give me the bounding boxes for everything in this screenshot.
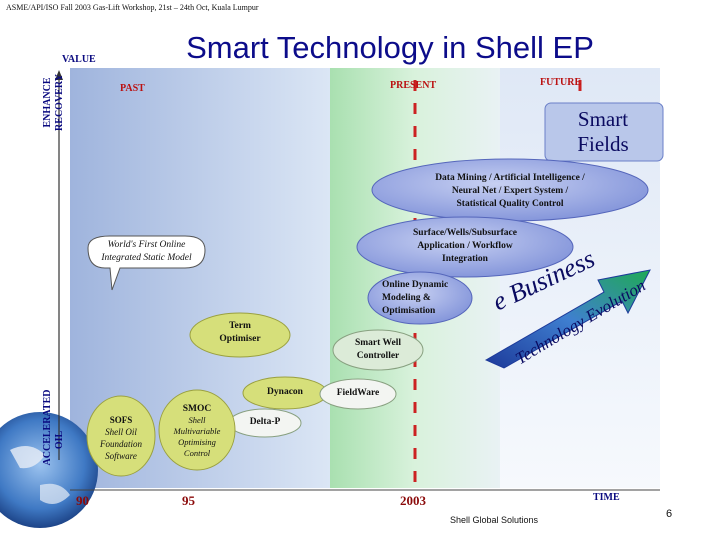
surface-line3: Integration bbox=[442, 254, 488, 264]
era-present: PRESENT bbox=[390, 80, 437, 91]
term-optimiser-text: Term Optimiser bbox=[200, 320, 280, 346]
online-dynamic-text: Online Dynamic Modeling & Optimisation bbox=[382, 279, 448, 318]
datamining-line2: Neural Net / Expert System / bbox=[451, 186, 569, 196]
y-lower-label-2: OIL bbox=[54, 430, 65, 450]
world-first-bubble bbox=[87, 235, 206, 291]
slide-title: Smart Technology in Shell EP bbox=[186, 30, 594, 65]
smoc-line3: Multivariable bbox=[173, 426, 221, 436]
y-top-label: VALUE bbox=[62, 54, 96, 65]
y-lower-label-1: ACCELERATED bbox=[42, 389, 53, 466]
smoc-ellipse bbox=[158, 389, 236, 471]
term-optimiser-ellipse bbox=[189, 312, 291, 358]
dynacon-text: Dynacon bbox=[267, 387, 303, 397]
y-upper-label-2: RECOVERY bbox=[54, 74, 65, 131]
era-future: FUTURE bbox=[540, 77, 582, 88]
smart-fields-box bbox=[544, 102, 664, 162]
smart-well-text: Smart Well Controller bbox=[338, 337, 418, 363]
smoc-line1: SMOC bbox=[182, 404, 212, 414]
surface-line1: Surface/Wells/Subsurface bbox=[413, 228, 517, 238]
surface-text: Surface/Wells/Subsurface Application / W… bbox=[390, 227, 540, 266]
datamining-text: Data Mining / Artificial Intelligence / … bbox=[400, 172, 620, 211]
online-dynamic-ellipse bbox=[367, 271, 473, 325]
era-past: PAST bbox=[120, 83, 145, 94]
smart-well-line1: Smart Well bbox=[354, 338, 401, 348]
term-optimiser-line1: Term bbox=[229, 321, 251, 331]
smart-well-line2: Controller bbox=[356, 351, 400, 361]
online-dynamic-line3: Optimisation bbox=[382, 306, 436, 316]
fieldware-ellipse bbox=[319, 378, 397, 410]
surface-ellipse bbox=[356, 216, 574, 278]
smoc-line5: Control bbox=[183, 448, 211, 458]
smoc-text: SMOC Shell Multivariable Optimising Cont… bbox=[159, 404, 235, 459]
page-number: 6 bbox=[666, 508, 673, 520]
online-dynamic-line2: Modeling & bbox=[382, 293, 431, 303]
online-dynamic-line1: Online Dynamic bbox=[382, 280, 449, 290]
world-first-text: World's First Online Integrated Static M… bbox=[88, 239, 205, 265]
x-axis-label: TIME bbox=[593, 492, 620, 503]
surface-line2: Application / Workflow bbox=[417, 241, 513, 251]
smart-fields-line1: Smart bbox=[577, 107, 629, 131]
datamining-line3: Statistical Quality Control bbox=[456, 199, 564, 209]
smoc-line2: Shell bbox=[188, 415, 206, 425]
x-tick-2003: 2003 bbox=[400, 493, 426, 508]
delta-p-text: Delta-P bbox=[249, 417, 281, 427]
sofs-line1: SOFS bbox=[109, 415, 133, 425]
smart-fields-label: Smart Fields bbox=[548, 107, 658, 157]
sofs-line3: Foundation bbox=[100, 439, 142, 449]
sofs-line4: Software bbox=[105, 451, 137, 461]
evolution-arrow bbox=[484, 269, 651, 369]
smart-fields-line2: Fields bbox=[577, 132, 629, 156]
x-tick-95: 95 bbox=[182, 493, 195, 508]
term-optimiser-line2: Optimiser bbox=[219, 334, 261, 344]
world-first-line2: Integrated Static Model bbox=[101, 253, 192, 263]
datamining-line1: Data Mining / Artificial Intelligence / bbox=[435, 173, 585, 183]
globe-image bbox=[0, 412, 98, 528]
sofs-ellipse bbox=[86, 395, 156, 477]
smoc-line4: Optimising bbox=[178, 437, 216, 447]
smart-well-ellipse bbox=[332, 329, 424, 371]
sofs-line2: Shell Oil bbox=[105, 427, 137, 437]
footer-company: Shell Global Solutions bbox=[450, 515, 539, 525]
fieldware-text: FieldWare bbox=[336, 388, 380, 398]
y-upper-label-1: ENHANCE bbox=[42, 77, 53, 128]
x-tick-90: 90 bbox=[76, 493, 89, 508]
conference-header: ASME/API/ISO Fall 2003 Gas-Lift Workshop… bbox=[6, 3, 259, 12]
sofs-text: SOFS Shell Oil Foundation Software bbox=[87, 414, 155, 462]
world-first-line1: World's First Online bbox=[107, 240, 186, 250]
